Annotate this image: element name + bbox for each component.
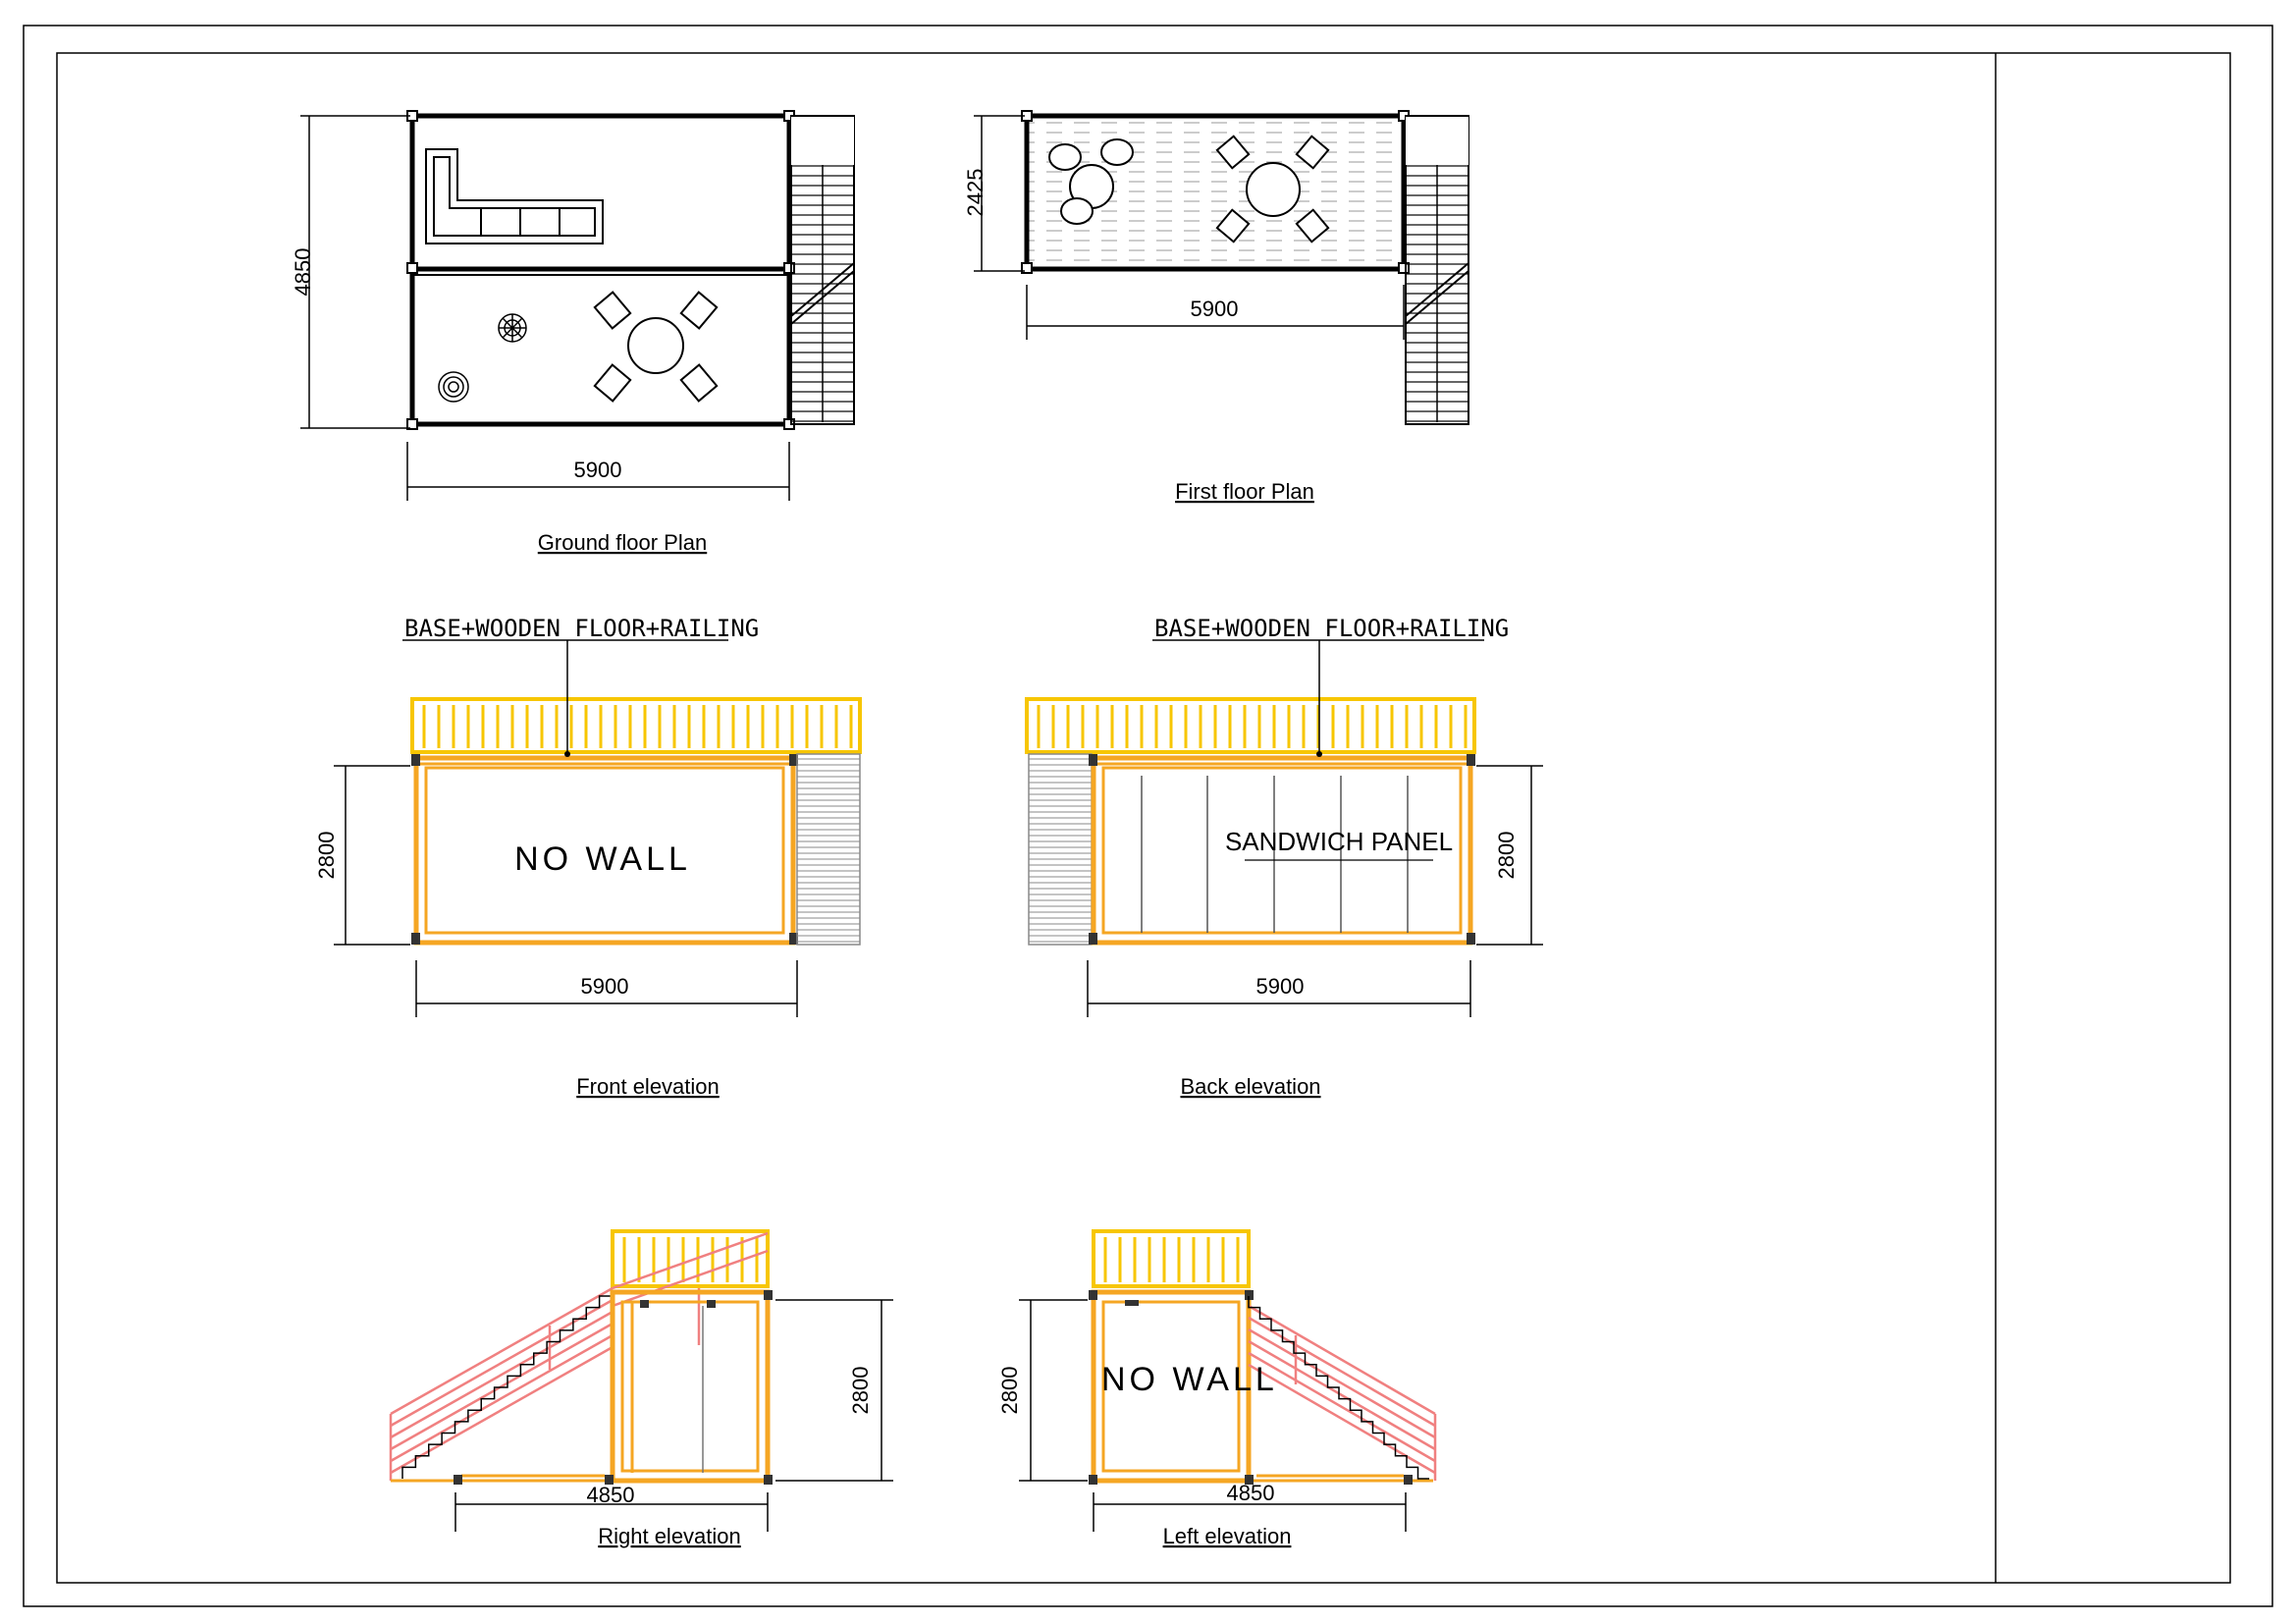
first-depth-dimension: 2425: [963, 169, 988, 217]
front-height-dimension: 2800: [314, 832, 339, 880]
first-floor-plan: 2425 5900 First floor Plan: [963, 110, 1469, 504]
left-width-dimension: 4850: [1227, 1481, 1275, 1505]
dining-table-icon: [593, 291, 719, 403]
back-center-label: SANDWICH PANEL: [1225, 827, 1453, 856]
sofa-icon: [425, 148, 604, 244]
right-width-dimension: 4850: [587, 1483, 635, 1507]
dining-table-icon: [1048, 138, 1134, 225]
back-elevation-title: Back elevation: [1180, 1074, 1320, 1099]
front-center-label: NO WALL: [514, 840, 691, 878]
right-elevation-title: Right elevation: [598, 1524, 741, 1548]
front-note: BASE+WOODEN FLOOR+RAILING: [404, 615, 759, 642]
ground-depth-dimension: 4850: [291, 248, 315, 297]
ground-width-dimension: 5900: [574, 458, 622, 482]
back-note: BASE+WOODEN FLOOR+RAILING: [1154, 615, 1509, 642]
right-height-dimension: 2800: [848, 1367, 873, 1415]
first-floor-title: First floor Plan: [1175, 479, 1314, 504]
stair-icon: [1405, 115, 1469, 425]
left-elevation-title: Left elevation: [1163, 1524, 1292, 1548]
outer-border: [23, 25, 2273, 1607]
front-elevation-title: Front elevation: [576, 1074, 720, 1099]
front-elevation: BASE+WOODEN FLOOR+RAILING NO WALL 2800 5…: [314, 615, 862, 1099]
shrub-icon: [438, 371, 469, 403]
back-height-dimension: 2800: [1494, 832, 1519, 880]
first-width-dimension: 5900: [1191, 297, 1239, 321]
stair-icon: [790, 115, 855, 425]
ground-floor-plan: 4850 5900 Ground floor Plan: [291, 110, 855, 555]
left-elevation: NO WALL 2800 4850 Left elevation: [997, 1229, 1437, 1548]
right-elevation: 2800 4850 Right elevation: [389, 1229, 893, 1548]
back-width-dimension: 5900: [1256, 974, 1305, 999]
left-height-dimension: 2800: [997, 1367, 1022, 1415]
plant-icon: [498, 313, 527, 343]
ground-floor-title: Ground floor Plan: [538, 530, 707, 555]
left-center-label: NO WALL: [1101, 1361, 1278, 1398]
front-width-dimension: 5900: [581, 974, 629, 999]
back-elevation: BASE+WOODEN FLOOR+RAILING SANDWICH PANEL…: [1025, 615, 1543, 1099]
dining-table-icon: [1215, 135, 1330, 244]
inner-border: [56, 52, 2231, 1584]
